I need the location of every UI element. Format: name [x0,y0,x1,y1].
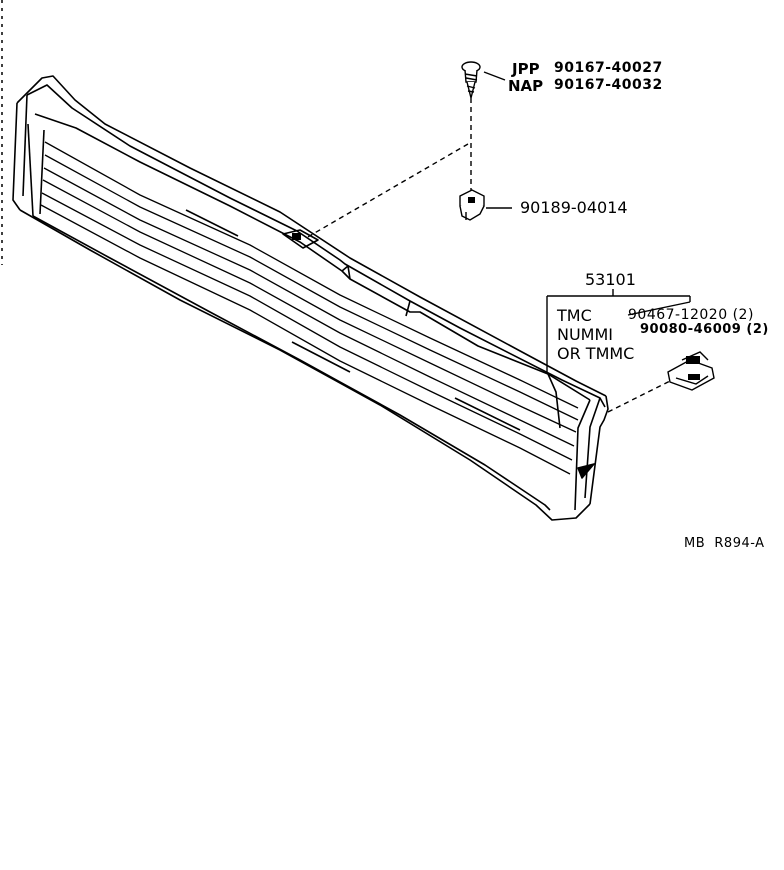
diagram-code: MB R894-A [684,536,765,551]
clip-part-number: 90189-04014 [520,198,628,217]
maker-tmc-part: 90467-12020 (2) [628,307,754,323]
screw-part-number-2: 90167-40032 [554,77,663,93]
maker-tmc: TMC [557,306,592,325]
screw-region-jpp: JPP [512,60,540,78]
radiator-grille [12,75,609,521]
nut-icon [667,351,715,391]
leader-lines [305,98,681,413]
maker-nummi-part: 90080-46009 (2) [640,322,769,337]
label-leaders [483,71,691,372]
screw-icon [461,61,481,99]
clip-icon [459,189,485,221]
screw-part-number-1: 90167-40027 [554,60,663,76]
assembly-number: 53101 [585,270,636,289]
maker-nummi: NUMMI [557,325,614,344]
screw-region-nap: NAP [508,77,544,95]
maker-tmmc: OR TMMC [557,344,635,363]
